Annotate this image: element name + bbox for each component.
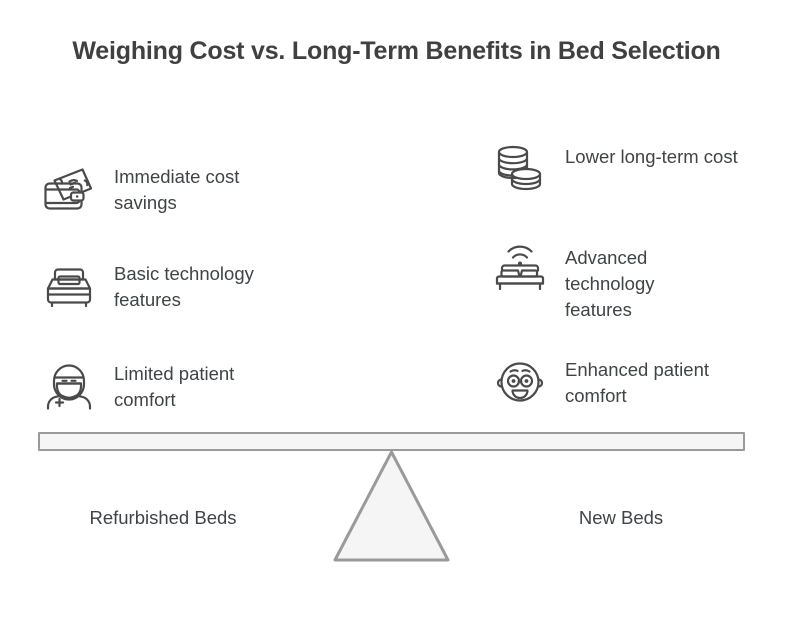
list-item-label: Lower long-term cost bbox=[565, 146, 738, 167]
list-item-label: Immediate cost savings bbox=[114, 166, 240, 213]
smiling-face-icon bbox=[489, 351, 551, 413]
list-item: Basic technology features bbox=[38, 255, 338, 317]
list-item-label: Limited patient comfort bbox=[114, 363, 235, 410]
wallet-cash-icon bbox=[38, 158, 100, 220]
list-item: Immediate cost savings bbox=[38, 158, 338, 220]
left-base-label: Refurbished Beds bbox=[89, 507, 237, 528]
coin-stack-icon bbox=[489, 138, 551, 200]
balance-fulcrum bbox=[333, 450, 450, 562]
right-base-label: New Beds bbox=[578, 507, 664, 528]
masked-patient-icon bbox=[38, 355, 100, 417]
smart-bed-wifi-icon bbox=[489, 239, 551, 301]
list-item: Limited patient comfort bbox=[38, 355, 338, 417]
list-item: Lower long-term cost bbox=[489, 138, 779, 200]
list-item: Advanced technology features bbox=[489, 239, 779, 323]
list-item-label: Basic technology features bbox=[114, 263, 254, 310]
balance-beam bbox=[38, 432, 745, 451]
page-title: Weighing Cost vs. Long-Term Benefits in … bbox=[72, 37, 721, 65]
list-item-label: Enhanced patient comfort bbox=[565, 359, 710, 406]
single-bed-icon bbox=[38, 255, 100, 317]
list-item: Enhanced patient comfort bbox=[489, 351, 779, 413]
list-item-label: Advanced technology features bbox=[565, 247, 655, 320]
